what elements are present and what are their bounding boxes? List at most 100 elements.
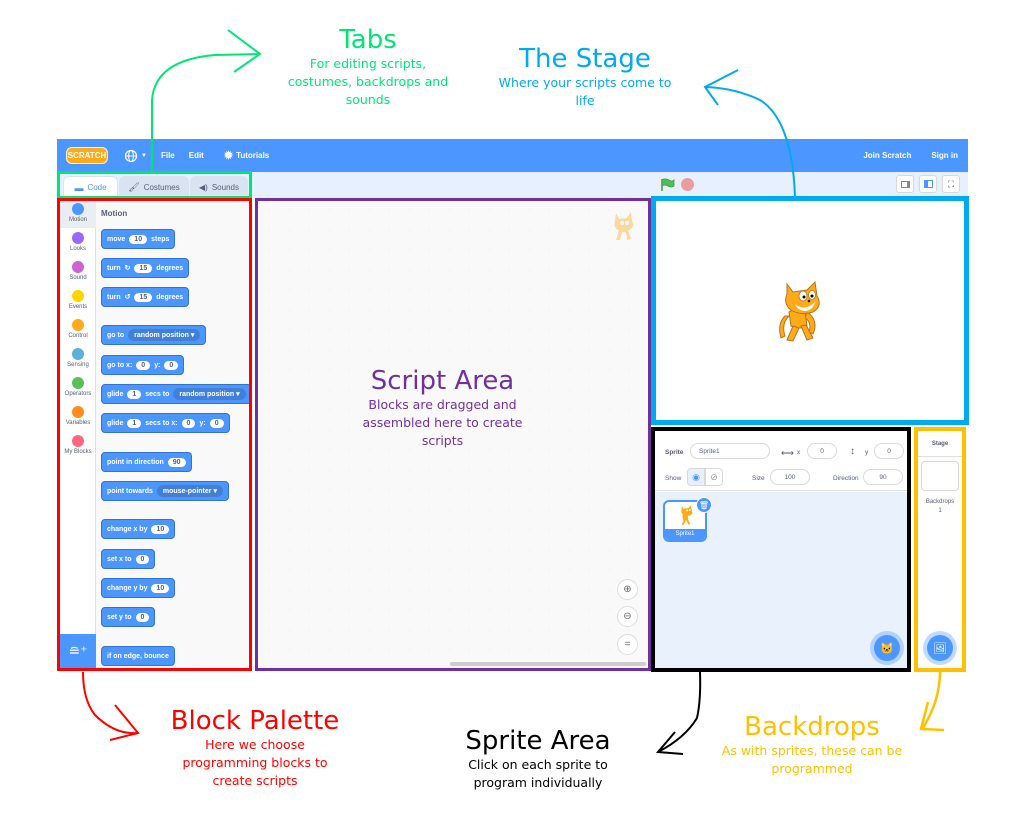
language-menu[interactable]: ▼ (124, 149, 147, 163)
edit-menu[interactable]: Edit (188, 151, 204, 160)
block-input[interactable]: 10 (151, 583, 170, 593)
tutorials-button[interactable]: ✹ Tutorials (224, 149, 269, 162)
block-input[interactable]: 0 (181, 418, 196, 428)
block-input[interactable]: 1 (127, 389, 142, 399)
block-dropdown[interactable]: random position ▾ (128, 329, 201, 341)
block-input[interactable]: 15 (134, 292, 153, 302)
block-input[interactable]: 0 (136, 360, 151, 370)
category-my-blocks[interactable]: My Blocks (60, 435, 96, 455)
block-glide[interactable]: glide 1 secs to random position ▾ (101, 384, 252, 404)
eye-icon: ◉ (692, 471, 700, 482)
annotation-text: program individually (473, 775, 603, 790)
block-change-x[interactable]: change x by 10 (101, 519, 176, 539)
category-label: Variables (65, 420, 91, 426)
block-input[interactable]: 0 (209, 418, 224, 428)
choose-sprite-button[interactable]: 🐱 (874, 635, 900, 661)
x-label: x (797, 449, 801, 456)
size-input[interactable]: 100 (770, 469, 810, 485)
annotation-text: create scripts (212, 773, 298, 788)
delete-sprite-button[interactable]: 🗑 (696, 497, 712, 513)
block-turn-left[interactable]: turn ↺ 15 degrees (101, 287, 190, 307)
block-text: y: (154, 361, 161, 369)
block-text: degrees (156, 293, 184, 301)
category-control[interactable]: Control (60, 319, 96, 339)
annotation-text: sounds (345, 92, 391, 107)
zoom-out-button[interactable]: ⊖ (617, 606, 638, 627)
show-visible-button[interactable]: ◉ (687, 468, 705, 486)
block-change-y[interactable]: change y by 10 (101, 578, 176, 598)
category-sound[interactable]: Sound (60, 261, 96, 281)
eye-hidden-icon: ⊘ (710, 471, 718, 482)
tab-code[interactable]: ▬ Code (63, 176, 118, 198)
block-point-towards[interactable]: point towards mouse-pointer ▾ (101, 481, 229, 501)
scratch-logo[interactable]: SCRATCH (66, 147, 108, 164)
fullscreen-button[interactable]: ⛶ (942, 175, 960, 193)
green-flag-icon[interactable] (660, 178, 676, 192)
block-set-y[interactable]: set y to 0 (101, 607, 156, 627)
block-input[interactable]: 1 (127, 418, 142, 428)
cat-sprite-icon[interactable] (775, 278, 825, 344)
block-turn-right[interactable]: turn ↻ 15 degrees (101, 258, 190, 278)
category-looks[interactable]: Looks (60, 232, 96, 252)
block-input[interactable]: 10 (129, 234, 148, 244)
sprite-thumbnail[interactable]: Sprite1 (663, 500, 707, 542)
script-area[interactable] (259, 200, 648, 668)
block-input[interactable]: 10 (151, 524, 170, 534)
stop-icon[interactable] (681, 178, 694, 191)
arrow-backdrops (919, 671, 945, 732)
block-go-to[interactable]: go to random position ▾ (101, 325, 207, 345)
sprite-thumbnail-name: Sprite1 (665, 529, 705, 540)
add-extension-button[interactable]: ≘⁺ (60, 634, 96, 668)
zoom-reset-button[interactable]: = (617, 634, 638, 655)
show-hidden-button[interactable]: ⊘ (705, 468, 723, 486)
small-stage-button[interactable] (896, 175, 914, 193)
y-input[interactable]: 0 (874, 443, 904, 459)
block-set-x[interactable]: set x to 0 (101, 549, 156, 569)
annotation-text: life (575, 93, 595, 108)
block-input[interactable]: 0 (135, 554, 150, 564)
block-text: degrees (156, 264, 184, 272)
block-input[interactable]: 90 (167, 457, 186, 467)
category-sensing[interactable]: Sensing (60, 348, 96, 368)
block-dropdown[interactable]: random position ▾ (173, 388, 246, 400)
sign-in-link[interactable]: Sign in (931, 151, 958, 160)
direction-input[interactable]: 90 (863, 469, 903, 485)
show-label: Show (665, 475, 682, 482)
x-input[interactable]: 0 (807, 443, 837, 459)
category-variables[interactable]: Variables (60, 406, 96, 426)
category-operators[interactable]: Operators (60, 377, 96, 397)
horizontal-scrollbar[interactable] (450, 662, 646, 666)
file-menu[interactable]: File (160, 151, 175, 160)
annotation-text: programmed (771, 761, 853, 776)
chevron-down-icon: ▼ (141, 152, 147, 159)
block-glide-xy[interactable]: glide 1 secs to x: 0 y: 0 (101, 413, 230, 433)
category-motion[interactable]: Motion (60, 203, 96, 223)
block-move[interactable]: move 10 steps (101, 229, 176, 249)
globe-icon (124, 149, 138, 162)
category-events[interactable]: Events (60, 290, 96, 310)
tab-sounds[interactable]: ◀) Sounds (190, 176, 248, 198)
stage-pane[interactable]: Stage Backdrops 1 (918, 431, 962, 668)
large-stage-button[interactable] (919, 175, 937, 193)
block-text: glide (107, 419, 124, 427)
annotation-text: programming blocks to (182, 755, 328, 770)
backdrop-thumbnail[interactable] (921, 461, 959, 491)
zoom-in-button[interactable]: ⊕ (617, 579, 638, 600)
block-text: set y to (107, 613, 132, 621)
choose-backdrop-button[interactable]: 🖼 (927, 635, 953, 661)
block-input[interactable]: 0 (164, 360, 179, 370)
block-input[interactable]: 0 (135, 612, 150, 622)
category-label: Looks (69, 246, 86, 252)
trash-icon: 🗑 (698, 500, 710, 510)
tab-costumes[interactable]: 🖌 Costumes (119, 176, 189, 198)
sprite-name-input[interactable]: Sprite1 (690, 443, 770, 459)
block-bounce[interactable]: if on edge, bounce (101, 646, 175, 666)
block-input[interactable]: 15 (134, 263, 153, 273)
block-go-to-xy[interactable]: go to x: 0 y: 0 (101, 355, 185, 375)
block-point-in-direction[interactable]: point in direction 90 (101, 452, 192, 472)
block-dropdown[interactable]: mouse-pointer ▾ (156, 485, 223, 497)
block-text: steps (151, 235, 170, 243)
category-color-dot (72, 319, 84, 331)
join-scratch-link[interactable]: Join Scratch (863, 151, 912, 160)
rotate-right-icon: ↻ (124, 265, 131, 272)
